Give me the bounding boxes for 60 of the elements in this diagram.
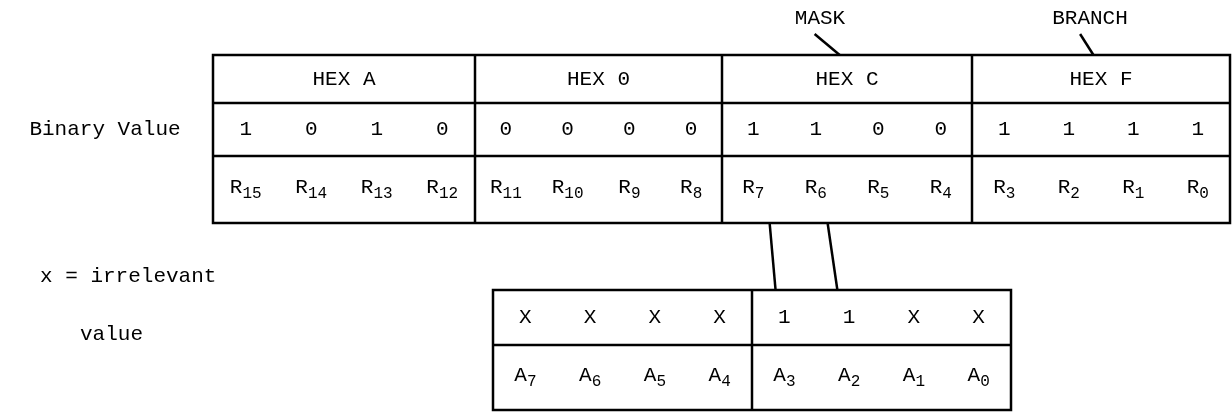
bit-value: 0: [303, 117, 319, 143]
register-label: R$_{15}$: [229, 175, 262, 204]
address-bit-label: A$_{7}$: [514, 364, 537, 392]
register-label: R$_{14}$: [295, 175, 328, 204]
leader-line: [813, 33, 841, 56]
bit-value: 1: [996, 117, 1012, 143]
bit-value: 1: [777, 305, 792, 331]
callout-label: MASK: [794, 6, 846, 30]
bit-value: 1: [1190, 117, 1206, 143]
address-bit-label: A$_{3}$: [773, 364, 796, 392]
register-label: R$_{10}$: [551, 175, 584, 204]
hex-digit-label: HEX A: [312, 67, 376, 91]
register-label: R$_{11}$: [489, 175, 522, 204]
bit-value: X: [647, 305, 663, 331]
bit-value: 1: [745, 117, 761, 143]
address-bit-label: A$_{6}$: [579, 364, 602, 392]
register-label: R$_{4}$: [929, 175, 952, 204]
bit-value: 1: [238, 117, 254, 143]
bit-value: 0: [683, 117, 699, 143]
bit-value: 0: [434, 117, 450, 143]
register-label: R$_{13}$: [360, 175, 393, 204]
bit-value: 1: [808, 117, 824, 143]
address-bit-label: A$_{5}$: [643, 364, 666, 392]
hex-digit-label: HEX 0: [567, 67, 630, 91]
callout-label: BRANCH: [1052, 6, 1128, 30]
bit-value: 0: [498, 117, 514, 143]
address-bit-label: A$_{2}$: [838, 364, 861, 392]
bit-value: X: [712, 305, 727, 331]
note-text: x = irrelevant value: [40, 264, 218, 348]
hex-digit-label: HEX F: [1069, 67, 1133, 91]
address-bit-label: A$_{4}$: [708, 364, 731, 392]
register-label: R$_{2}$: [1057, 175, 1080, 204]
register-label: R$_{9}$: [618, 175, 641, 204]
register-label: R$_{1}$: [1122, 175, 1145, 204]
bit-value: 1: [1125, 117, 1141, 143]
register-label: R$_{0}$: [1186, 175, 1209, 204]
bit-value: 1: [369, 117, 385, 143]
register-label: R$_{3}$: [993, 175, 1016, 204]
address-bit-label: A$_{0}$: [967, 364, 990, 392]
register-label: R$_{6}$: [804, 175, 827, 204]
bit-value: 0: [933, 117, 949, 143]
bit-value: X: [971, 305, 986, 331]
connector-line: [826, 222, 839, 291]
connector-line: [768, 222, 777, 291]
bit-value: 0: [622, 117, 637, 143]
bit-value: 0: [560, 117, 575, 143]
bit-value: 1: [841, 305, 857, 331]
register-label: R$_{7}$: [742, 175, 765, 204]
hex-digit-label: HEX C: [815, 67, 879, 91]
register-label: R$_{12}$: [426, 175, 459, 204]
bit-value: X: [518, 305, 533, 331]
register-label: R$_{5}$: [867, 175, 890, 204]
bit-value: X: [582, 305, 598, 331]
bit-value: 0: [870, 117, 886, 143]
leader-line: [1079, 33, 1095, 56]
bit-value: 1: [1061, 117, 1077, 143]
bit-value: X: [906, 305, 922, 331]
register-label: R$_{8}$: [680, 175, 703, 204]
row-label: Binary Value: [28, 117, 182, 143]
address-bit-label: A$_{1}$: [902, 364, 925, 392]
